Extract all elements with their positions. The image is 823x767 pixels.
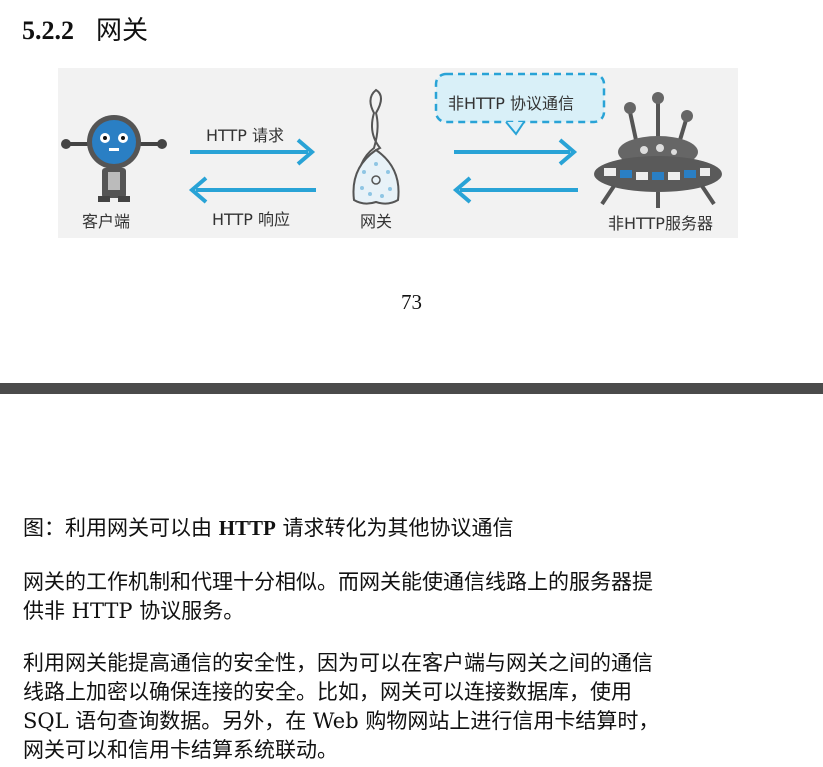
client-label: 客户端 xyxy=(82,212,131,231)
gateway-icon xyxy=(352,88,400,205)
section-title: 网关 xyxy=(96,16,149,46)
section-number: 5.2.2 xyxy=(22,16,74,45)
http-request-label: HTTP 请求 xyxy=(206,126,285,145)
http-response-arrow xyxy=(188,176,316,204)
paragraph-line: 网关的工作机制和代理十分相似。而网关能使通信线路上的服务器提 xyxy=(23,570,653,594)
non-http-request-arrow xyxy=(454,138,578,166)
client-robot-icon xyxy=(61,115,167,202)
server-label: 非HTTP服务器 xyxy=(608,214,713,233)
caption-suffix: 请求转化为其他协议通信 xyxy=(275,516,514,540)
gateway-label: 网关 xyxy=(360,212,393,231)
http-request-arrow xyxy=(190,138,316,166)
paragraph-1: 网关的工作机制和代理十分相似。而网关能使通信线路上的服务器提 供非 HTTP 协… xyxy=(23,568,803,626)
page-divider xyxy=(0,383,823,394)
protocol-bubble xyxy=(434,72,606,136)
http-response-label: HTTP 响应 xyxy=(212,210,291,229)
bubble-label: 非HTTP 协议通信 xyxy=(448,94,575,113)
paragraph-line: 线路上加密以确保连接的安全。比如，网关可以连接数据库，使用 xyxy=(23,680,632,704)
non-http-server-icon xyxy=(594,92,722,208)
caption-prefix: 图：利用网关可以由 xyxy=(23,516,219,540)
page-number: 73 xyxy=(401,290,422,314)
figure-illustration xyxy=(61,72,722,208)
non-http-response-arrow xyxy=(452,176,578,204)
paragraph-line: 供非 HTTP 协议服务。 xyxy=(23,599,245,623)
section-heading: 5.2.2 网关 xyxy=(22,10,148,47)
paragraph-line: 网关可以和信用卡结算系统联动。 xyxy=(23,738,338,762)
paragraph-line: SQL 语句查询数据。另外，在 Web 购物网站上进行信用卡结算时， xyxy=(23,709,660,733)
figure-caption: 图：利用网关可以由 HTTP 请求转化为其他协议通信 xyxy=(23,514,803,543)
paragraph-line: 利用网关能提高通信的安全性，因为可以在客户端与网关之间的通信 xyxy=(23,651,653,675)
gateway-figure: 客户端 HTTP 请求 HTTP 响应 网关 非HTTP 协议通信 非HTTP服… xyxy=(58,68,738,238)
paragraph-2: 利用网关能提高通信的安全性，因为可以在客户端与网关之间的通信 线路上加密以确保连… xyxy=(23,649,803,765)
caption-bold: HTTP xyxy=(218,516,276,540)
